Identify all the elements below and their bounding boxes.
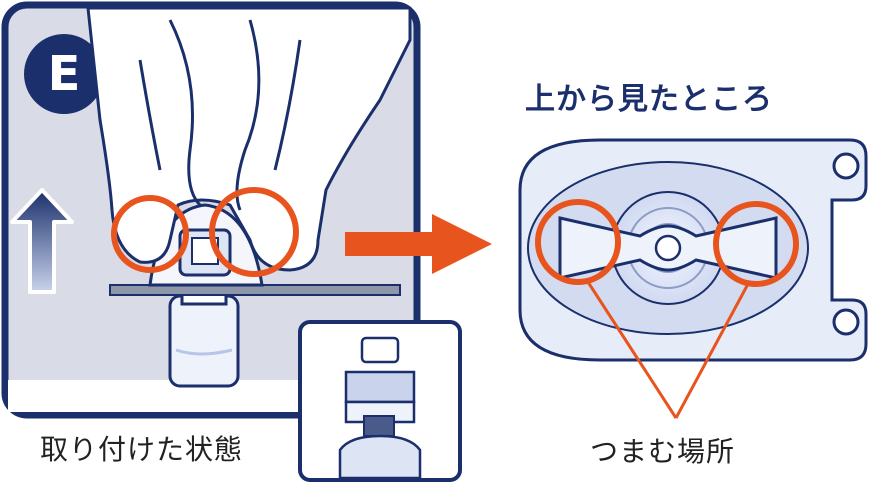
inset-panel — [298, 320, 462, 482]
step-badge — [24, 34, 104, 114]
mount-hole-top — [832, 152, 860, 180]
right-arrow-icon — [345, 214, 492, 274]
pinch-highlight-left — [535, 199, 621, 285]
mount-hole-bottom — [832, 308, 860, 336]
leader-line-right — [674, 283, 750, 419]
vial — [168, 288, 240, 388]
grip-highlight-right — [209, 187, 299, 277]
attached-state-caption: 取り付けた状態 — [40, 433, 244, 466]
inset-adapter — [338, 336, 422, 480]
top-view-title: 上から見たところ — [525, 82, 773, 117]
step-letter: E — [47, 46, 81, 102]
top-view-device — [518, 138, 868, 362]
pinch-highlight-right — [713, 201, 799, 287]
pinch-location-caption: つまむ場所 — [590, 435, 736, 468]
grip-highlight-left — [111, 195, 189, 273]
leader-line-left — [586, 281, 678, 419]
up-arrow-icon — [10, 188, 74, 294]
